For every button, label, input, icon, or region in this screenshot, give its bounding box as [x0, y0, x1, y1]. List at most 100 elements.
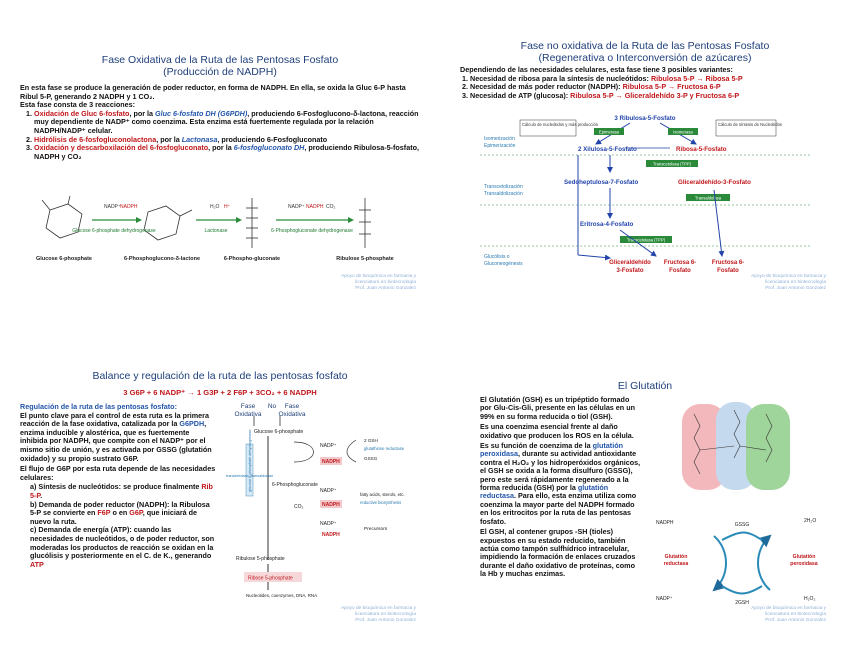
arrowhead-1 — [136, 217, 142, 223]
paragraph: Es una coenzima esencial frente al daño … — [480, 422, 634, 440]
h2o2-label: H₂O₂ — [804, 596, 815, 602]
non-oxidative-diagram: Cálculo de nucleótidos y más producción … — [480, 115, 810, 274]
regulation-heading: Regulación de la ruta de las pentosas fo… — [20, 402, 177, 411]
nadph-box-2 — [320, 500, 342, 508]
phosphogluconate-structure — [246, 198, 258, 248]
enzyme-name: Lactonasa — [181, 134, 218, 144]
reaction-item: Hidrólisis de 6-fosfogluconolactona, por… — [34, 134, 420, 145]
slide-oxidative-phase: Fase Oxidativa de la Ruta de las Pentosa… — [20, 30, 420, 300]
watermark-line: licenciatura en biotecnología — [355, 280, 416, 285]
molecule-bonds — [693, 409, 773, 475]
ribose-label: Ribosa-5-Fosfato — [676, 146, 727, 153]
text-fragment: Es su función de coenzima de la — [480, 441, 593, 451]
nadp-label-2: NADP⁺ — [320, 488, 337, 494]
transaldolasa-label: Transaldolasa — [695, 196, 722, 201]
paragraph: El GSH, al contener grupos -SH (tioles) … — [480, 527, 636, 579]
phase-line: Transaldolización — [484, 191, 523, 197]
intro-paragraph: Dependiendo de las necesidades celulares… — [460, 65, 733, 74]
option-letter: a) — [30, 482, 37, 492]
enzyme-label: Glucose 6-phosphate dehydrogenase — [72, 228, 156, 234]
glutathione-reductase-label: glutathione reductase — [364, 446, 405, 451]
glutathione-structure — [682, 402, 790, 490]
erythrose-label: Eritrosa-4-Fosfato — [580, 221, 634, 228]
text-fragment: , enzima inducible y alostérica, que es … — [20, 419, 212, 463]
flux-paragraph: El flujo de G6P por esta ruta depende de… — [20, 464, 216, 482]
title-line-2: (Producción de NADPH) — [163, 66, 277, 78]
watermark-line: Prof. Juan Antonio Gonzalez — [355, 286, 416, 291]
text-fragment: . Para ello, esta enzima utiliza como co… — [480, 491, 637, 526]
output-line: Fructosa 6- — [712, 260, 744, 266]
variant-number: 1. — [462, 73, 468, 83]
variant-highlight: Ribulosa 5-P → Fructosa 6-P — [622, 82, 721, 92]
output-line: Fructosa 6- — [664, 260, 696, 266]
glutathione-text: El Glutatión (GSH) es un tripéptido form… — [480, 395, 642, 579]
output-line: Fosfato — [717, 268, 739, 274]
regulation-text: Regulación de la ruta de las pentosas fo… — [20, 402, 216, 569]
ribose-label: Ribose 5-phosphate — [248, 576, 293, 582]
text-fragment: Demanda de poder reductor (NADPH): la Ri… — [30, 499, 210, 518]
cycle-arc-right — [757, 534, 772, 591]
title-line-1: Fase no oxidativa de la Ruta de las Pent… — [520, 40, 770, 52]
epimerasa-box — [594, 128, 624, 135]
label-line: Glutatión — [793, 554, 816, 560]
nadph-label: NADPH — [656, 520, 674, 526]
variant-item: 3. Necesidad de ATP (glucosa): Ribulosa … — [460, 90, 830, 101]
slide-title: Fase Oxidativa de la Ruta de las Pentosa… — [20, 54, 420, 78]
transcetolasa-box-2 — [620, 236, 672, 243]
ribose-box — [244, 572, 302, 582]
h2o-label: 2H₂O — [804, 518, 816, 524]
nadp-label: NADP⁺ — [320, 443, 337, 449]
output-f6p-1: Fructosa 6-Fosfato — [664, 260, 696, 274]
flux-option: a) Síntesis de nucleótidos: se produce f… — [20, 483, 216, 500]
highlight: G6P — [129, 508, 143, 518]
text-fragment: . — [40, 490, 43, 500]
reaction-detail: , produciendo Ribulosa-5-fosfato, NADPH … — [34, 143, 419, 161]
phase-line: Transcetolización — [484, 184, 523, 190]
watermark-line: licenciatura en biotecnología — [765, 612, 826, 617]
label-line: reductasa — [664, 561, 689, 567]
gsh-label: 2 GSH — [364, 438, 378, 443]
reaction-connector: , por la — [208, 143, 234, 153]
phase-line: Epimerización — [484, 143, 516, 149]
slide-title: Balance y regulación de la ruta de las p… — [92, 370, 348, 382]
sedoheptulose-label: Sedoheptulosa-7-Fosfato — [564, 179, 638, 186]
option-letter: c) — [30, 525, 37, 535]
reaction-detail: , produciendo 6-Fosfogluconato — [217, 134, 328, 144]
watermark-line: Apoyo de bioquímica en farmacia y — [751, 606, 826, 611]
glucose-6-phosphate-structure — [41, 195, 83, 239]
reaction-connector: , por la — [129, 108, 156, 118]
watermark-line: Prof. Juan Antonio Gonzalez — [765, 286, 826, 291]
variant-highlight: Ribulosa 5-P → Gliceraldehído 3-P y Fruc… — [570, 90, 740, 100]
arrow-to-g3p — [577, 254, 611, 261]
watermark: Apoyo de bioquímica en farmacia y licenc… — [751, 606, 826, 624]
variant-item: 2. Necesidad de más poder reductor (NADP… — [460, 82, 830, 92]
reaction-connector: , por la — [156, 134, 182, 144]
glutathione-curve — [346, 439, 357, 463]
column-label-nonoxidative: No — [268, 403, 277, 410]
label-line: peroxidasa — [790, 561, 818, 567]
reaction-item: Oxidación y descarboxilación del 6-fosfo… — [34, 143, 420, 161]
oxidative-phase-diagram: NADP⁺ NADPH H₂O H⁺ NADP⁺ NADPH CO₂ Gluco… — [36, 195, 394, 262]
watermark: Apoyo de bioquímica en farmacia y licenc… — [751, 274, 826, 292]
label-line: Glutatión — [665, 554, 688, 560]
cofactor-label: H⁺ — [224, 204, 231, 210]
paragraph: El Glutatión (GSH) es un tripéptido form… — [480, 395, 635, 421]
watermark-line: licenciatura en biotecnología — [765, 280, 826, 285]
balance-equation: 3 G6P + 6 NADP⁺ → 1 G3P + 2 F6P + 3CO₂ +… — [123, 388, 317, 397]
compound-label: Ribulose 5-phosphate — [336, 256, 393, 262]
cycle-arc-left — [712, 535, 727, 592]
transaldolasa-box — [686, 194, 730, 201]
enzyme-name: 6-fosfogluconato DH — [233, 143, 305, 153]
transcetolasa-label-1: Transcetolasa (TPP) — [653, 162, 692, 167]
variant-highlight: Ribulosa 5-P → Ribosa 5-P — [650, 73, 743, 83]
flux-option: c) Demanda de energía (ATP): cuando las … — [20, 526, 216, 569]
note-box-left — [519, 119, 577, 137]
gly-residue-region — [746, 404, 790, 490]
nadph-box — [320, 457, 342, 465]
gssg-label: GSSG — [735, 522, 750, 528]
